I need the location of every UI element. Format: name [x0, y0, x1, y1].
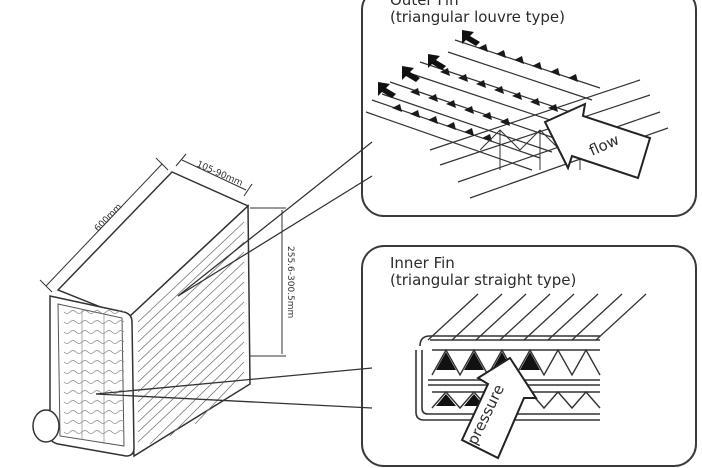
outer-fin-subtitle: (triangular louvre type) — [390, 8, 565, 26]
pressure-arrow: pressure — [460, 356, 538, 460]
front-fin-pattern — [63, 310, 125, 444]
height-dimension: 255.6-300.5mm — [285, 246, 295, 318]
intercooler-core — [32, 171, 251, 458]
outer-fin-title: Outer Fin — [390, 0, 459, 9]
outer-fin-panel: Outer Fin (triangular louvre type) — [361, 0, 697, 217]
inner-fin-subtitle: (triangular straight type) — [390, 271, 576, 289]
straight-fin-illustration — [415, 293, 647, 421]
side-fin-lines — [137, 221, 245, 445]
callout-lines — [95, 141, 373, 409]
inner-fin-panel: Inner Fin (triangular straight type) — [361, 245, 697, 467]
flow-arrow: flow — [543, 102, 652, 180]
depth-dimension: 105-90mm — [195, 160, 244, 189]
inner-fin-title: Inner Fin — [390, 254, 455, 272]
louvre-fin-illustration — [365, 30, 669, 199]
